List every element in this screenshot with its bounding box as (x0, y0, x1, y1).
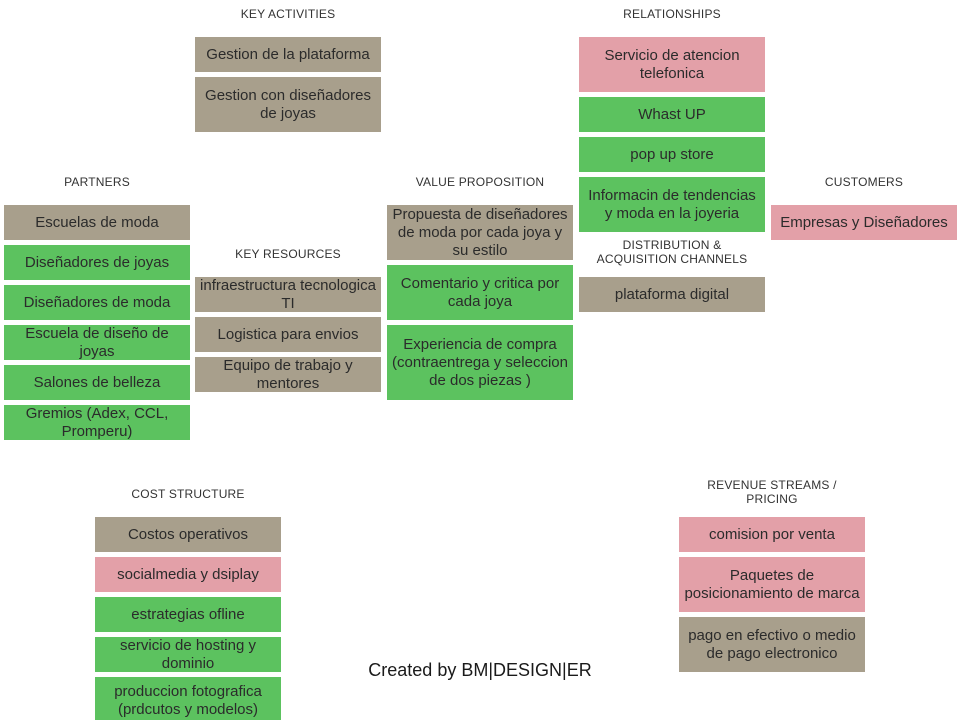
value-proposition-header: VALUE PROPOSITION (415, 175, 545, 189)
key-resource-card: Equipo de trabajo y mentores (195, 357, 381, 392)
customer-card: Empresas y Diseñadores (771, 205, 957, 240)
revenue-header-line2: PRICING (746, 492, 798, 506)
key-resource-card: Logistica para envios (195, 317, 381, 352)
revenue-card: comision por venta (679, 517, 865, 552)
value-proposition-card: Experiencia de compra (contraentrega y s… (387, 325, 573, 400)
revenue-card: Paquetes de posicionamiento de marca (679, 557, 865, 612)
key-resource-card: infraestructura tecnologica TI (195, 277, 381, 312)
partner-card: Escuelas de moda (4, 205, 190, 240)
channels-header: DISTRIBUTION & ACQUISITION CHANNELS (579, 238, 765, 266)
partners-header: PARTNERS (64, 175, 130, 189)
channels-header-line1: DISTRIBUTION & (622, 238, 722, 252)
partner-card: Salones de belleza (4, 365, 190, 400)
value-proposition-card: Comentario y critica por cada joya (387, 265, 573, 320)
partner-card: Diseñadores de moda (4, 285, 190, 320)
cost-card: servicio de hosting y dominio (95, 637, 281, 672)
credit-text: Created by BM|DESIGN|ER (368, 660, 592, 680)
partner-card: Escuela de diseño de joyas (4, 325, 190, 360)
cost-card: estrategias ofline (95, 597, 281, 632)
cost-card: Costos operativos (95, 517, 281, 552)
key-activity-card: Gestion de la plataforma (195, 37, 381, 72)
relationship-card: Servicio de atencion telefonica (579, 37, 765, 92)
partner-card: Gremios (Adex, CCL, Promperu) (4, 405, 190, 440)
key-activity-card: Gestion con diseñadores de joyas (195, 77, 381, 132)
relationships-header: RELATIONSHIPS (623, 7, 721, 21)
revenue-header-line1: REVENUE STREAMS / (707, 478, 837, 492)
revenue-card: pago en efectivo o medio de pago electro… (679, 617, 865, 672)
channel-card: plataforma digital (579, 277, 765, 312)
customers-header: CUSTOMERS (824, 175, 904, 189)
relationship-card: Whast UP (579, 97, 765, 132)
revenue-streams-header: REVENUE STREAMS / PRICING (679, 478, 865, 506)
key-activities-header: KEY ACTIVITIES (240, 7, 336, 21)
cost-card: produccion fotografica (prdcutos y model… (95, 677, 281, 720)
key-resources-header: KEY RESOURCES (235, 247, 341, 261)
channels-header-line2: ACQUISITION CHANNELS (596, 252, 748, 266)
relationship-card: pop up store (579, 137, 765, 172)
cost-card: socialmedia y dsiplay (95, 557, 281, 592)
relationship-card: Informacin de tendencias y moda en la jo… (579, 177, 765, 232)
value-proposition-card: Propuesta de diseñadores de moda por cad… (387, 205, 573, 260)
partner-card: Diseñadores de joyas (4, 245, 190, 280)
cost-structure-header: COST STRUCTURE (131, 487, 245, 501)
